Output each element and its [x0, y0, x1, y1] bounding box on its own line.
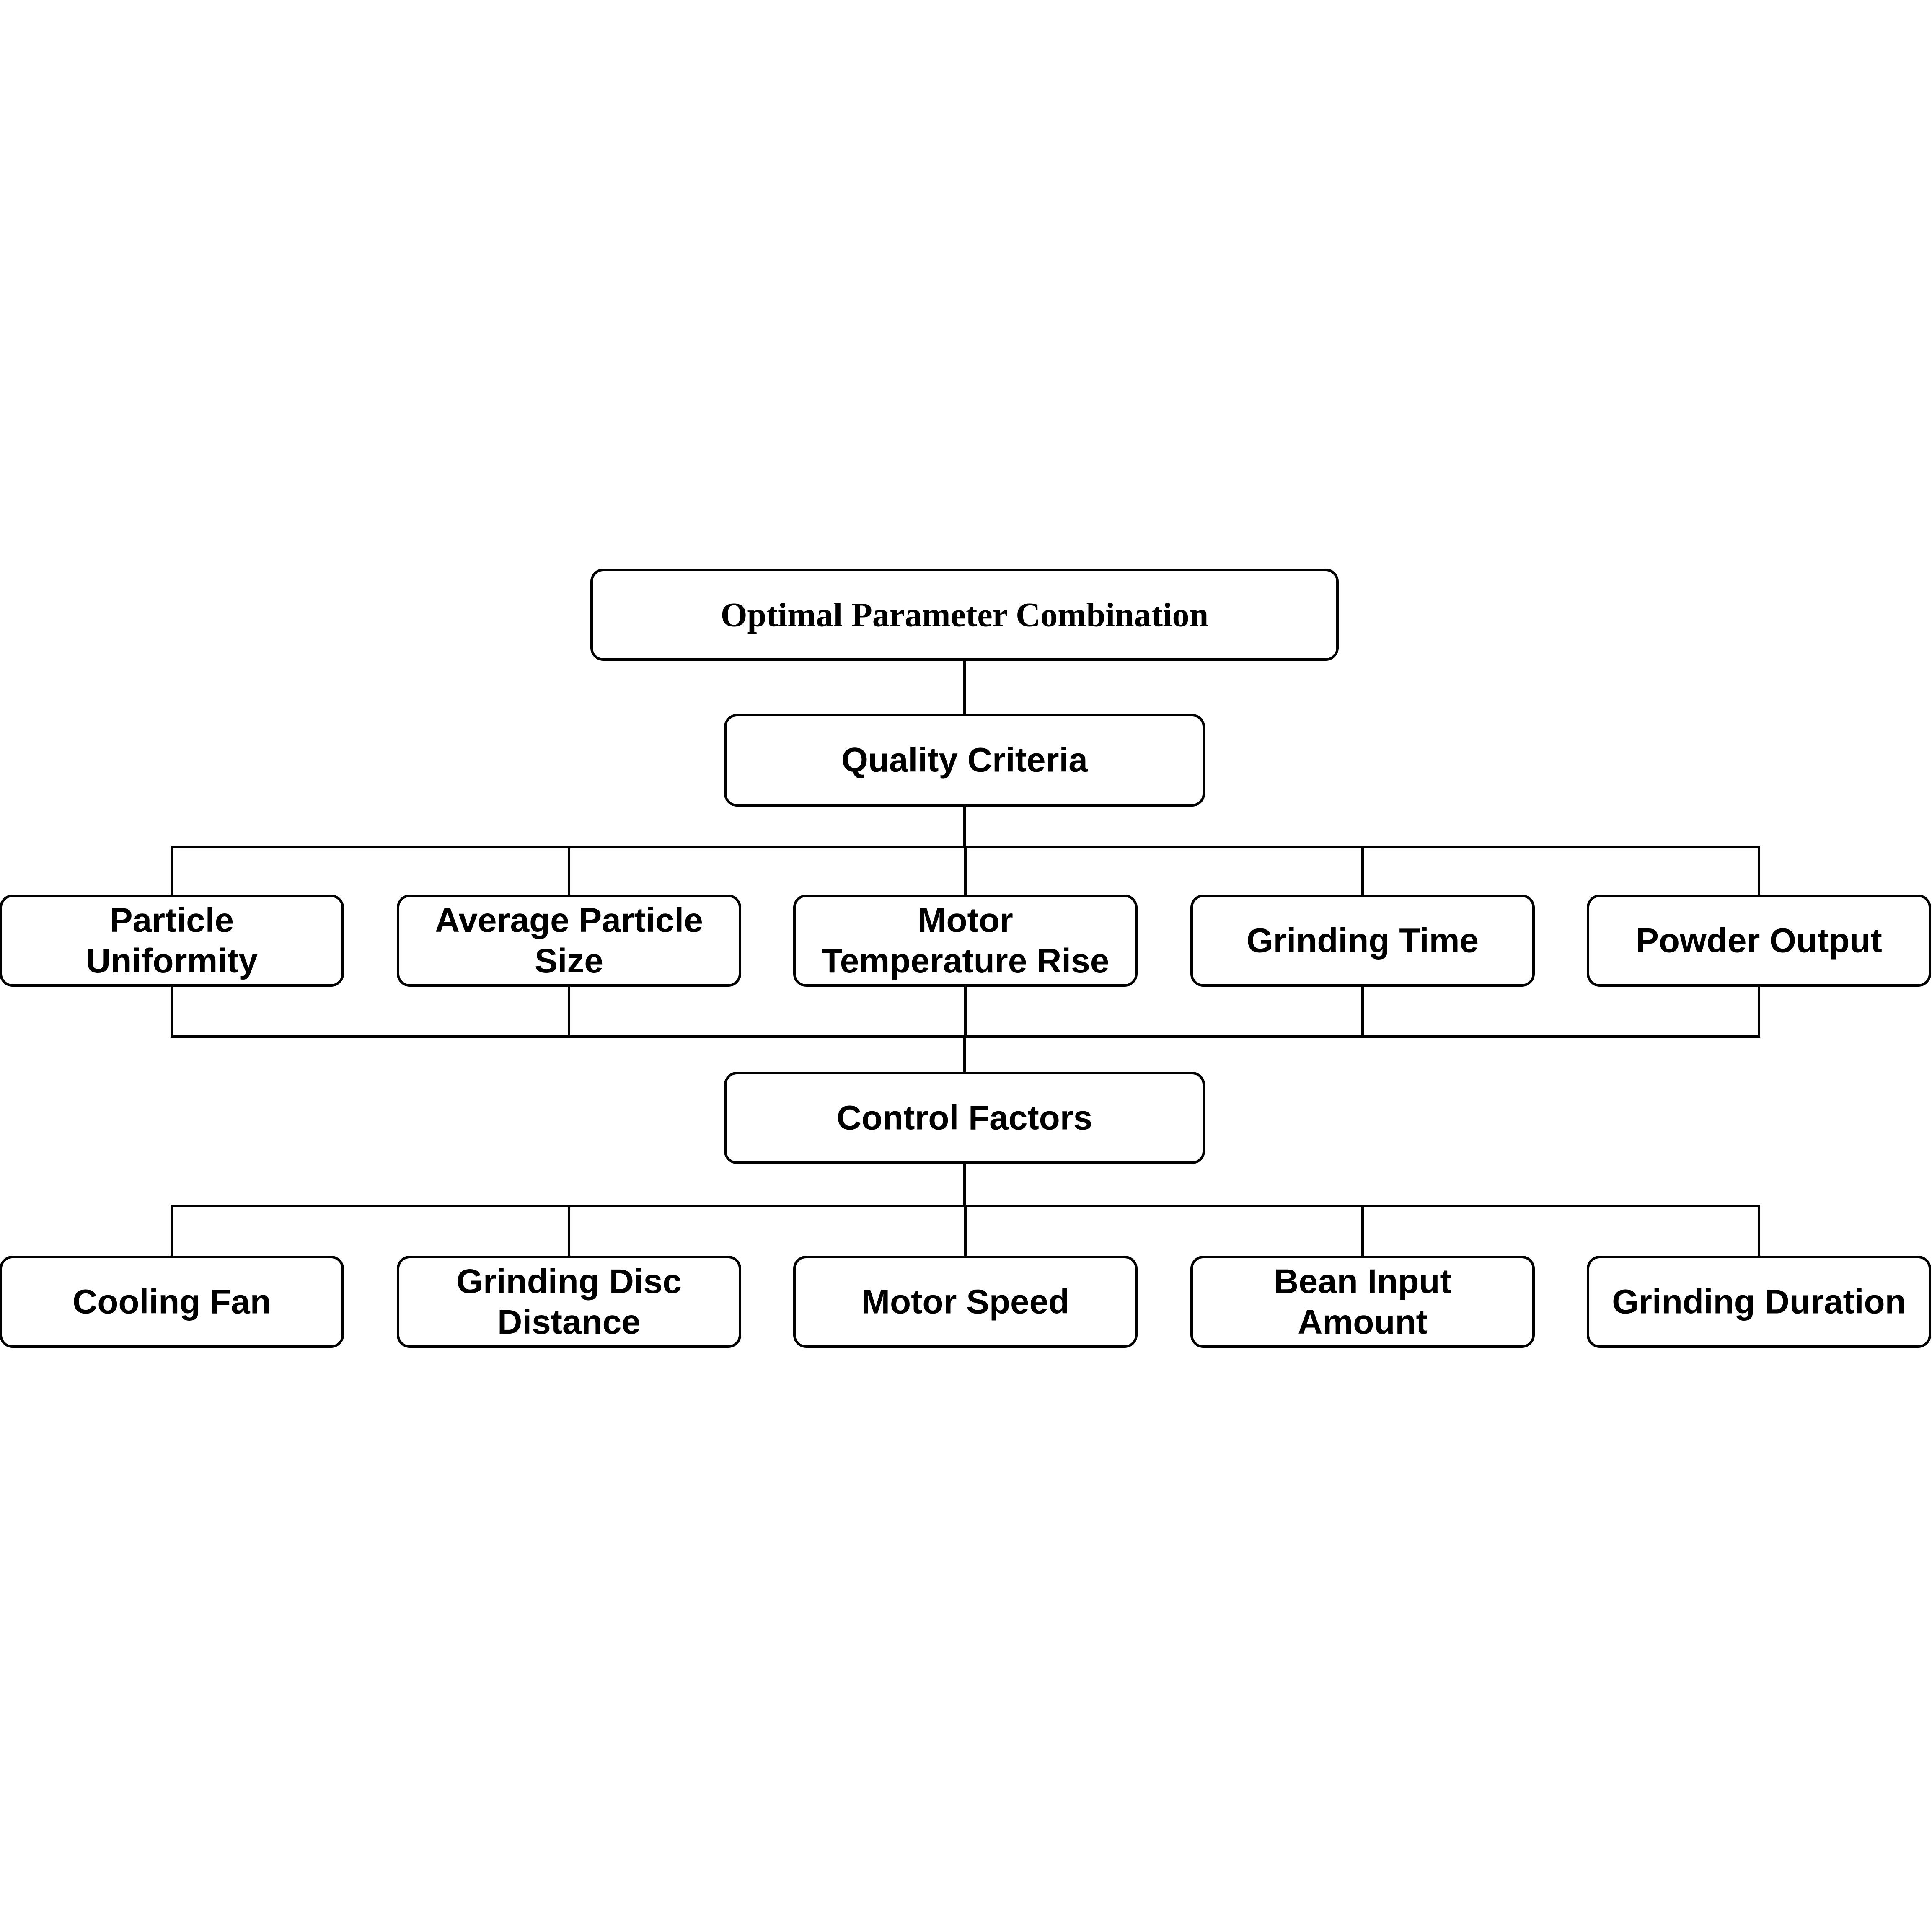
criterion-label-particle-uniformity-line-1: Particle: [110, 901, 234, 939]
criterion-label-grinding-time: Grinding Time: [1247, 922, 1479, 960]
optimal-parameter-node: Optimal Parameter Combination: [590, 569, 1339, 661]
criterion-label-motor-temperature-rise-line-2: Temperature Rise: [822, 942, 1110, 980]
factor-drops: [171, 1205, 1760, 1258]
factor-box-motor-speed: [793, 1256, 1138, 1348]
factor-label-grinding-disc-distance-line-2: Distance: [497, 1303, 641, 1341]
factor-box-grinding-disc-distance: [397, 1256, 741, 1348]
criterion-label-average-particle-size-line-1: Average Particle: [435, 901, 703, 939]
criterion-label-motor-temperature-rise-line-1: Motor: [918, 901, 1013, 939]
connectors: [171, 658, 1760, 1258]
criterion-box-motor-temperature-rise: [793, 895, 1138, 987]
factor-label-grinding-duration: Grinding Duration: [1612, 1283, 1906, 1321]
factor-label-grinding-disc-distance-line-1: Grinding Disc: [456, 1262, 682, 1301]
criterion-box-powder-output: [1587, 895, 1931, 987]
criterion-label-particle-uniformity-line-2: Uniformity: [86, 942, 258, 980]
quality-criteria-box: [724, 714, 1205, 807]
criterion-label-powder-output: Powder Output: [1636, 922, 1882, 960]
factor-box-cooling-fan: [0, 1256, 344, 1348]
factor-label-motor-speed: Motor Speed: [861, 1283, 1070, 1321]
factor-label-bean-input-amount-line-2: Amount: [1298, 1303, 1428, 1341]
control-factors-node: Control Factors: [724, 1072, 1205, 1164]
control-factors-box: [724, 1072, 1205, 1164]
factor-box-grinding-duration: [1587, 1256, 1931, 1348]
factor-label-cooling-fan: Cooling Fan: [72, 1283, 271, 1321]
criterion-box-grinding-time: [1190, 895, 1535, 987]
factor-box-bean-input-amount: [1190, 1256, 1535, 1348]
criterion-box-particle-uniformity: [0, 895, 344, 987]
optimal-parameter-box: [590, 569, 1339, 661]
quality-criteria-node: Quality Criteria: [724, 714, 1205, 807]
factor-node-motor-speed: Motor Speed: [793, 1256, 1138, 1348]
factor-node-grinding-duration: Grinding Duration: [1587, 1256, 1931, 1348]
optimal-parameter-label: Optimal Parameter Combination: [721, 596, 1209, 634]
criterion-node-grinding-time: Grinding Time: [1190, 895, 1535, 987]
quality-criteria-label: Quality Criteria: [841, 741, 1088, 779]
factor-node-cooling-fan: Cooling Fan: [0, 1256, 344, 1348]
criterion-node-powder-output: Powder Output: [1587, 895, 1931, 987]
criterion-label-average-particle-size-line-2: Size: [535, 942, 603, 980]
criteria-drops: [171, 846, 1760, 1038]
factor-label-bean-input-amount-line-1: Bean Input: [1274, 1262, 1451, 1301]
control-factors-label: Control Factors: [837, 1099, 1092, 1137]
criterion-box-average-particle-size: [397, 895, 741, 987]
